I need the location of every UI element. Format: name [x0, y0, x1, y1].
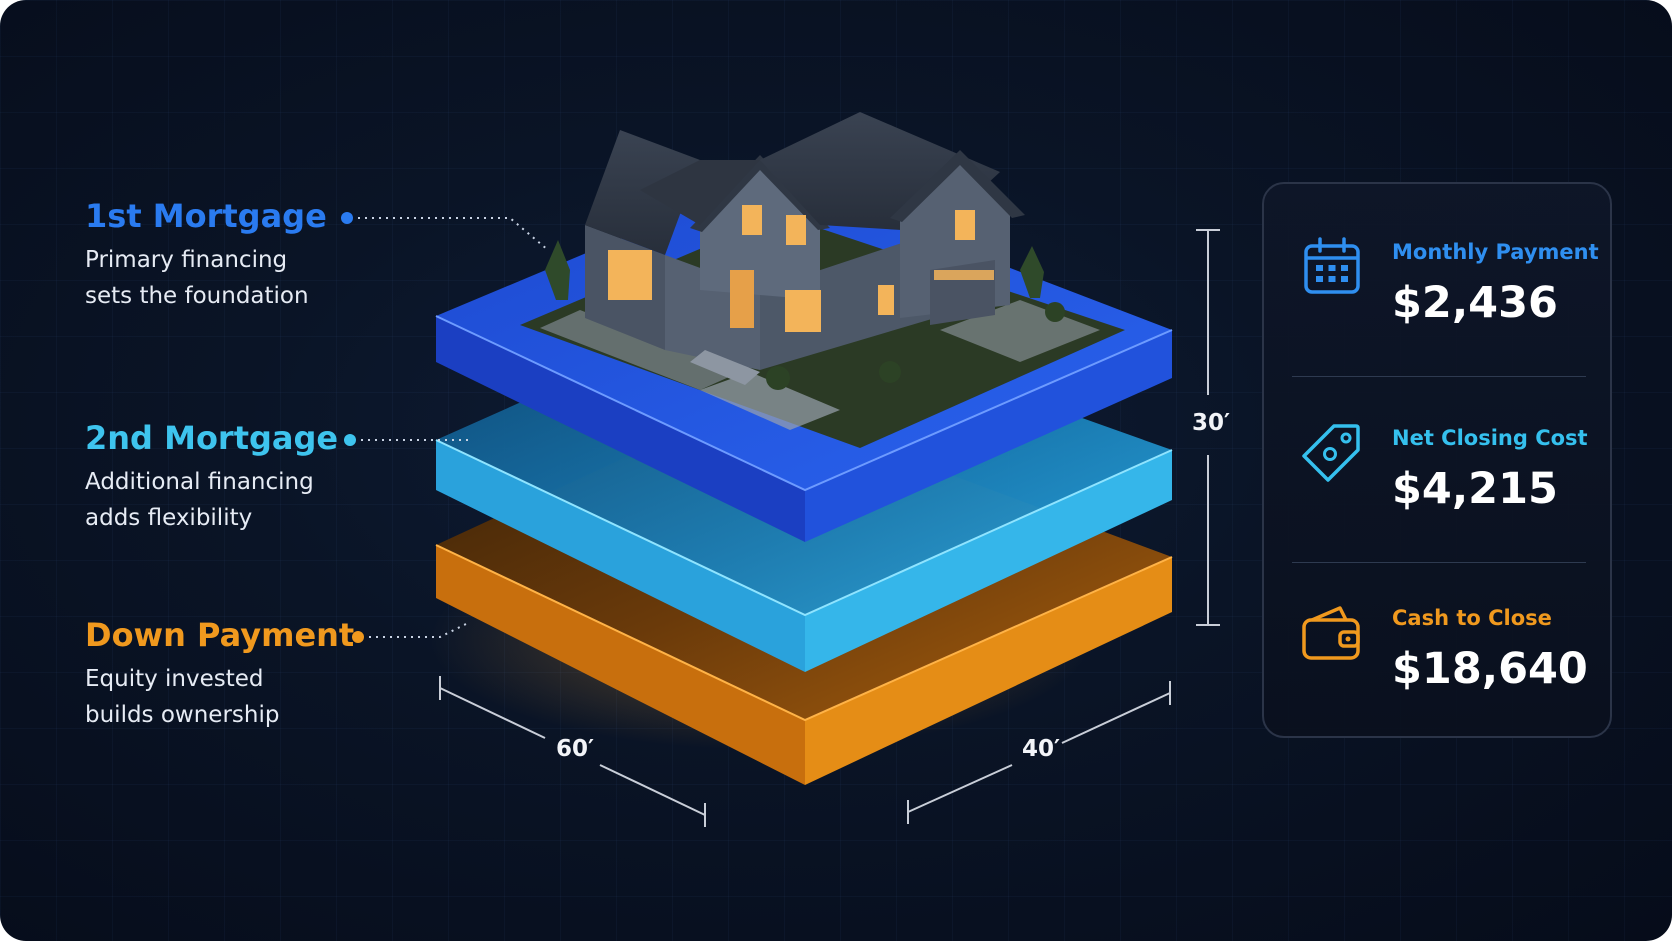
net-closing-cost-value: $4,215: [1392, 464, 1558, 514]
cost-summary-panel: Monthly Payment $2,436 Net Closing Cost …: [1262, 182, 1612, 738]
cash-to-close-label: Cash to Close: [1392, 606, 1552, 630]
dimension-lines: [439, 229, 1220, 827]
panel-divider: [1292, 562, 1586, 563]
down-payment-title: Down Payment: [85, 616, 355, 654]
cash-to-close-stat: Cash to Close $18,640: [1264, 550, 1610, 734]
connector-lines: [341, 212, 549, 643]
down-payment-desc-line1: Equity invested: [85, 666, 264, 692]
first-mortgage-desc-line2: sets the foundation: [85, 283, 309, 309]
first-mortgage-title: 1st Mortgage: [85, 197, 327, 235]
monthly-payment-label: Monthly Payment: [1392, 240, 1599, 264]
panel-divider: [1292, 376, 1586, 377]
net-closing-cost-label: Net Closing Cost: [1392, 426, 1588, 450]
depth-dimension-label: 40′: [1022, 736, 1061, 762]
monthly-payment-stat: Monthly Payment $2,436: [1264, 184, 1610, 368]
wallet-icon: [1302, 606, 1360, 660]
first-mortgage-label: 1st Mortgage Primary financing sets the …: [85, 196, 327, 314]
second-mortgage-desc-line2: adds flexibility: [85, 505, 253, 531]
house-model: [545, 112, 1065, 390]
price-tag-icon: [1302, 424, 1360, 482]
height-dimension-label: 30′: [1192, 410, 1231, 436]
net-closing-cost-stat: Net Closing Cost $4,215: [1264, 370, 1610, 554]
second-mortgage-title: 2nd Mortgage: [85, 419, 339, 457]
cash-to-close-value: $18,640: [1392, 644, 1588, 694]
second-mortgage-label: 2nd Mortgage Additional financing adds f…: [85, 418, 338, 536]
down-payment-desc-line2: builds ownership: [85, 702, 280, 728]
down-payment-label: Down Payment Equity invested builds owne…: [85, 615, 354, 733]
second-mortgage-desc-line1: Additional financing: [85, 469, 314, 495]
width-dimension-label: 60′: [556, 736, 595, 762]
calendar-icon: [1304, 237, 1360, 294]
first-mortgage-desc-line1: Primary financing: [85, 247, 288, 273]
monthly-payment-value: $2,436: [1392, 278, 1558, 328]
